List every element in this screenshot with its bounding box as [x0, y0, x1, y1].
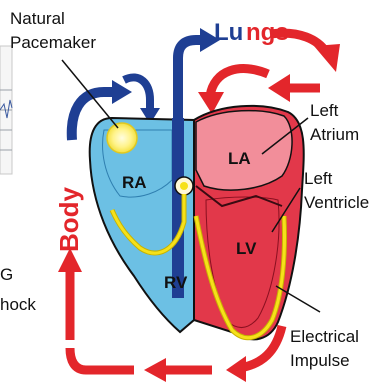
left-atrium-label-2: Atrium — [310, 125, 359, 144]
electrical-impulse-label-2: Impulse — [290, 351, 350, 370]
ra-label: RA — [122, 173, 147, 192]
natural-pacemaker-label-1: Natural — [10, 9, 65, 28]
cropped-chart-fragment — [0, 46, 12, 174]
rv-label: RV — [164, 273, 188, 292]
left-atrium-label-1: Left — [310, 101, 339, 120]
lv-label: LV — [236, 239, 257, 258]
left-ventricle-label-1: Left — [304, 169, 333, 188]
av-node-core — [180, 182, 188, 190]
cropped-text-g: G — [0, 265, 13, 284]
lungs-word-prefix: Lu — [214, 19, 243, 46]
lungs-word-suffix: ngs — [246, 19, 289, 46]
pacemaker-node-icon — [107, 123, 137, 153]
cropped-text-hock: hock — [0, 295, 36, 314]
body-word: Body — [54, 186, 84, 252]
electrical-impulse-label-1: Electrical — [290, 327, 359, 346]
natural-pacemaker-label-2: Pacemaker — [10, 33, 96, 52]
la-label: LA — [228, 149, 251, 168]
left-ventricle-label-2: Ventricle — [304, 193, 369, 212]
